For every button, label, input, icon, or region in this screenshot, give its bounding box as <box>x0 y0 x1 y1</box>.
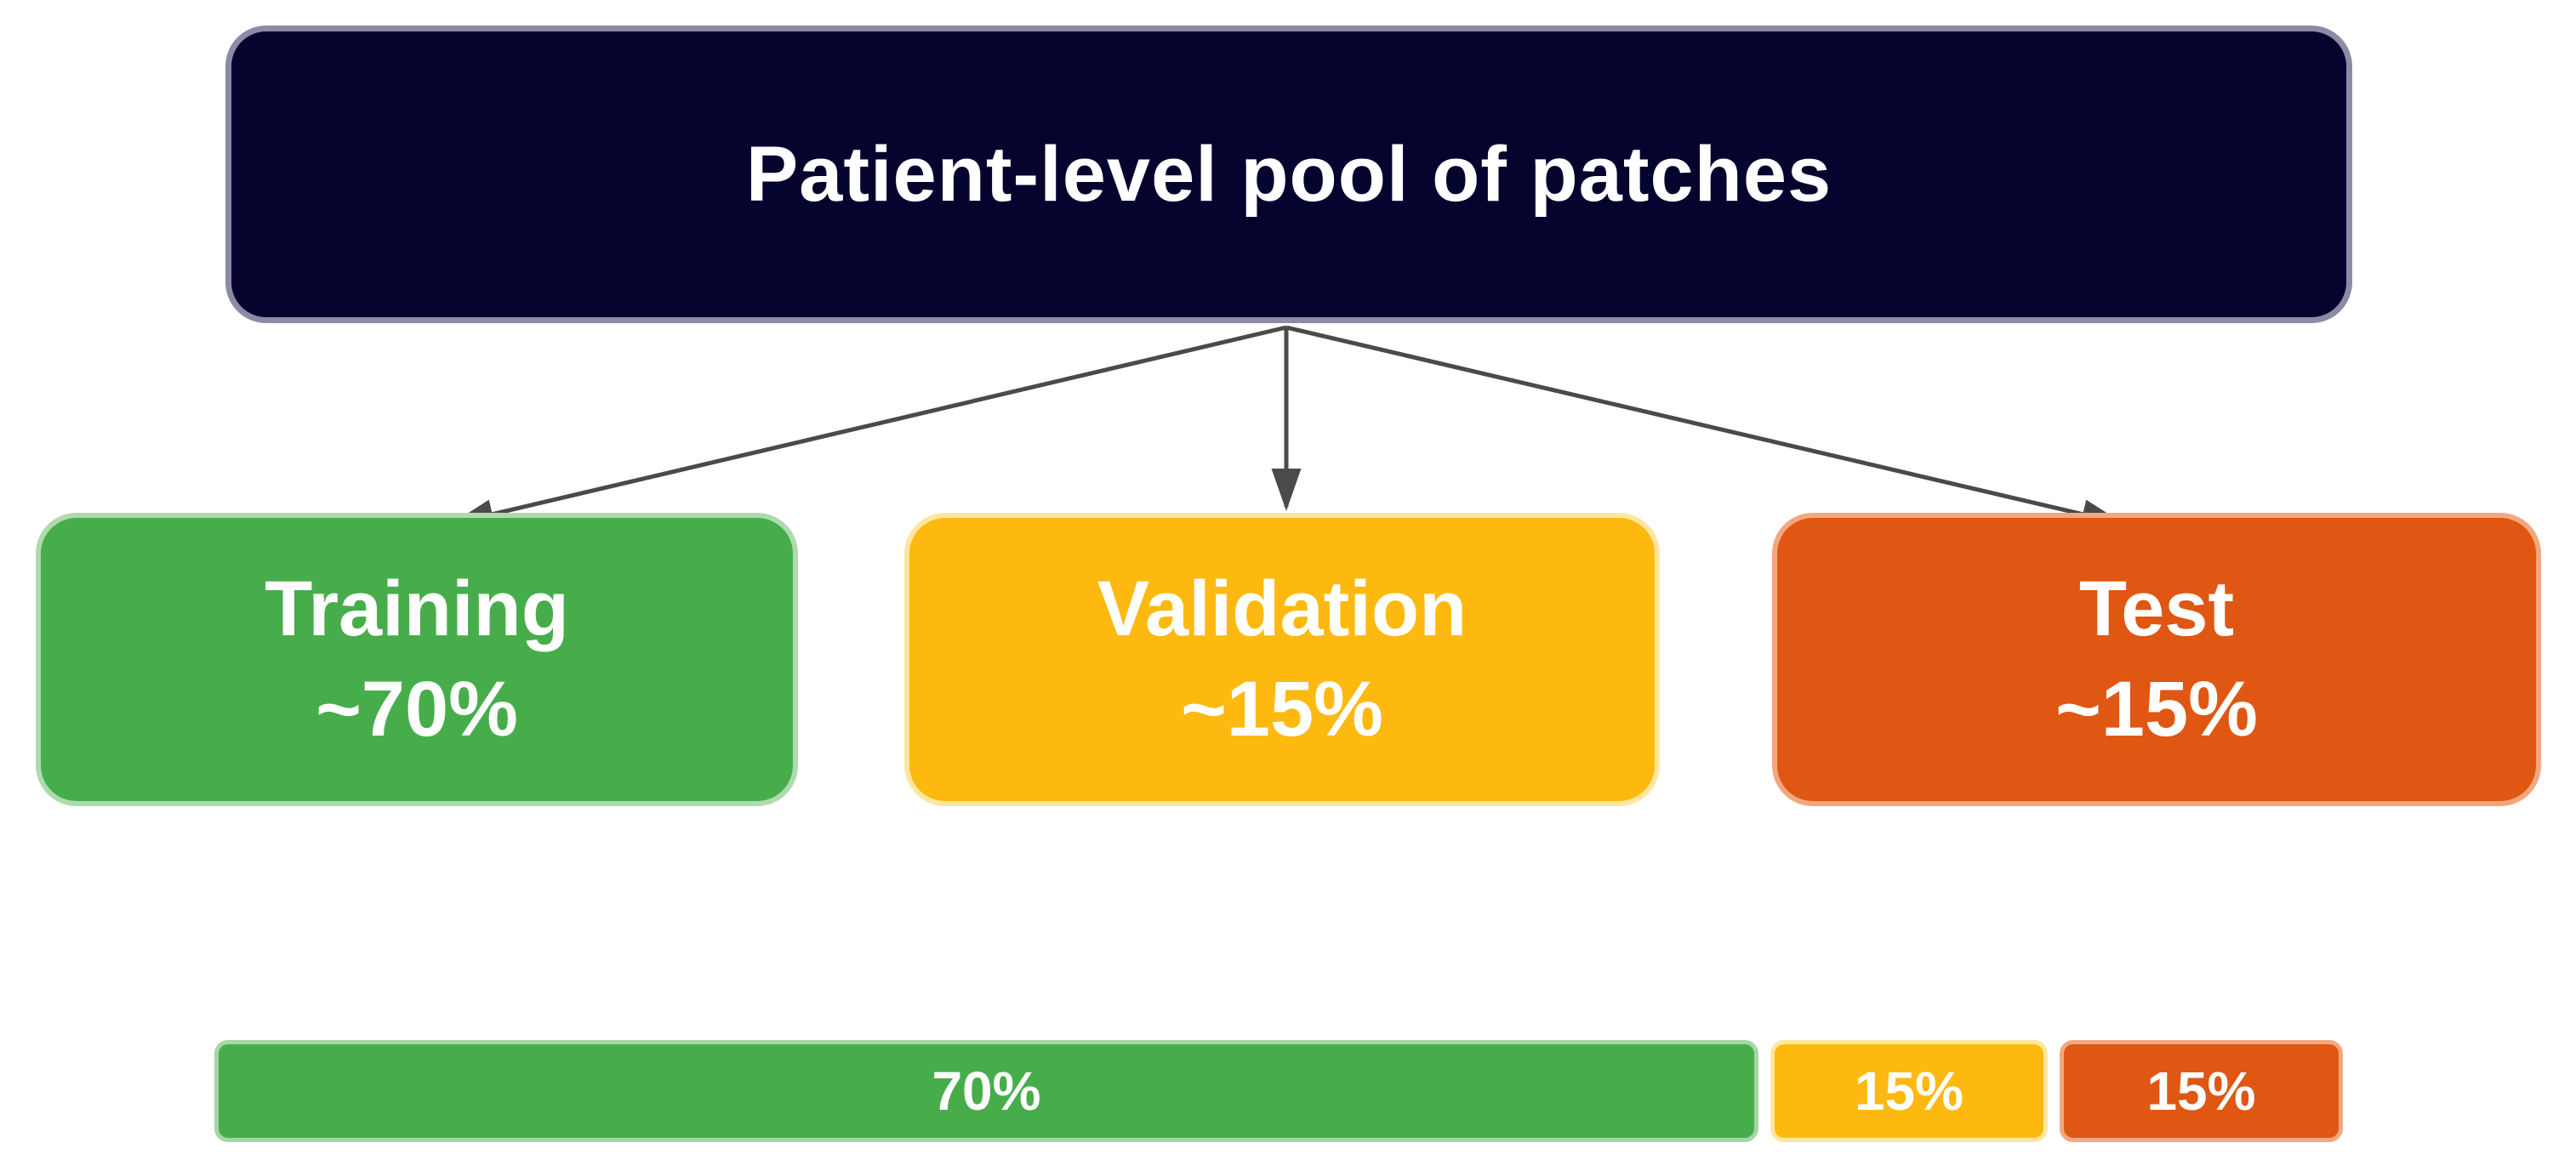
bar-segment-validation: 15% <box>1770 1040 2048 1142</box>
arrow-to-test <box>1285 325 2124 529</box>
split-box-validation-label: Validation <box>1097 565 1468 652</box>
split-box-test-share: ~15% <box>2055 665 2258 753</box>
bar-segment-test-label: 15% <box>2146 1060 2256 1122</box>
pool-box-label: Patient-level pool of patches <box>745 130 1832 218</box>
proportion-bar: 70% 15% 15% <box>214 1040 2343 1142</box>
bar-segment-validation-label: 15% <box>1854 1060 1964 1122</box>
arrow-to-training <box>451 325 1287 529</box>
bar-segment-test: 15% <box>2060 1040 2343 1142</box>
split-box-validation: Validation ~15% <box>904 513 1660 806</box>
bar-segment-training: 70% <box>214 1040 1758 1142</box>
split-box-validation-share: ~15% <box>1181 665 1383 753</box>
split-box-training-label: Training <box>265 565 569 652</box>
split-box-test-label: Test <box>2078 565 2235 652</box>
bar-segment-training-label: 70% <box>932 1060 1041 1122</box>
split-box-training-share: ~70% <box>316 665 518 753</box>
pool-box: Patient-level pool of patches <box>225 26 2352 323</box>
split-box-test: Test ~15% <box>1772 513 2541 806</box>
split-box-training: Training ~70% <box>36 513 798 806</box>
